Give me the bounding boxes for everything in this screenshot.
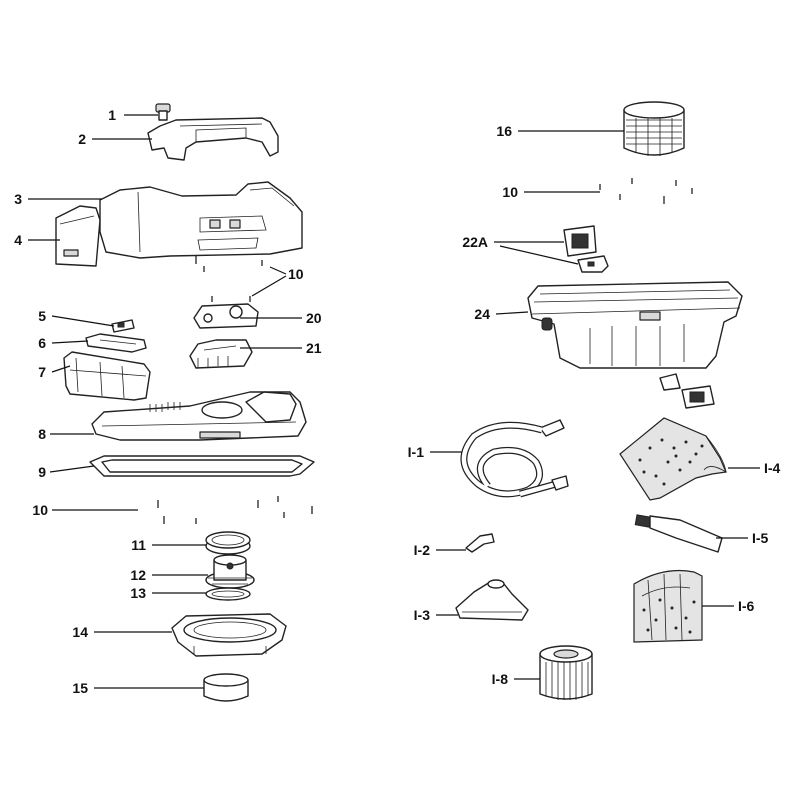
part-i2-clip: [465, 533, 495, 553]
part-6-switch-plate: [85, 333, 147, 353]
part-i4-foam-sleeve: [619, 417, 727, 501]
callout-1: 1: [108, 107, 116, 123]
part-22a-latch: [563, 225, 609, 273]
callout-7: 7: [38, 364, 46, 380]
leader-lines: [28, 114, 760, 689]
callout-10-upper: 10: [288, 266, 304, 282]
part-i6-foam-filter: [633, 569, 703, 643]
part-7-duct: [63, 351, 151, 401]
callout-i2: I-2: [414, 542, 431, 558]
part-i5-brush-tool: [634, 514, 723, 553]
part-1-knob: [155, 103, 171, 121]
callout-i6: I-6: [738, 598, 755, 614]
callout-i8: I-8: [492, 671, 509, 687]
part-22a-latch-lower: [659, 373, 715, 409]
part-i1-hose: [460, 419, 569, 498]
part-i8-cartridge-filter: [539, 645, 593, 700]
callout-8: 8: [38, 426, 46, 442]
callout-9: 9: [38, 464, 46, 480]
callout-labels: 1 2 3 4 10 5 20 6 21 7 8 9 10 11 12 13 1…: [14, 107, 780, 696]
callout-2: 2: [78, 131, 86, 147]
part-12-impeller: [205, 554, 255, 589]
part-20-bracket: [193, 303, 259, 329]
callout-10-right: 10: [502, 184, 518, 200]
callout-4: 4: [14, 232, 22, 248]
callout-6: 6: [38, 335, 46, 351]
part-24-tank: [527, 281, 743, 369]
callout-22a: 22A: [462, 234, 488, 250]
part-3-housing-top: [99, 181, 303, 259]
callout-i3: I-3: [414, 607, 431, 623]
callout-13: 13: [130, 585, 146, 601]
callout-16: 16: [496, 123, 512, 139]
part-15-float: [203, 673, 249, 702]
part-11-ring: [205, 531, 251, 555]
part-21-cord-guide: [189, 339, 253, 369]
part-16-filter-cage: [623, 101, 685, 156]
callout-14: 14: [72, 624, 88, 640]
part-2-handle: [147, 117, 279, 161]
part-9-gasket: [89, 455, 315, 477]
callout-15: 15: [72, 680, 88, 696]
part-8-base-plate: [91, 391, 307, 441]
callout-5: 5: [38, 308, 46, 324]
part-4-side-cover: [55, 205, 101, 267]
screws-group-right: [599, 178, 693, 204]
screws-group-upper: [195, 256, 263, 302]
callout-10-lower: 10: [32, 502, 48, 518]
part-i3-floor-nozzle: [455, 579, 529, 621]
callout-3: 3: [14, 191, 22, 207]
callout-24: 24: [474, 306, 490, 322]
callout-i5: I-5: [752, 530, 769, 546]
part-5-clip: [111, 319, 135, 333]
callout-20: 20: [306, 310, 322, 326]
callout-12: 12: [130, 567, 146, 583]
part-13-o-ring: [205, 587, 251, 601]
callout-i1: I-1: [408, 444, 425, 460]
callout-21: 21: [306, 340, 322, 356]
screws-group-lower: [157, 496, 313, 524]
part-14-float-base: [171, 613, 287, 657]
callout-11: 11: [131, 537, 146, 553]
callout-i4: I-4: [764, 460, 781, 476]
